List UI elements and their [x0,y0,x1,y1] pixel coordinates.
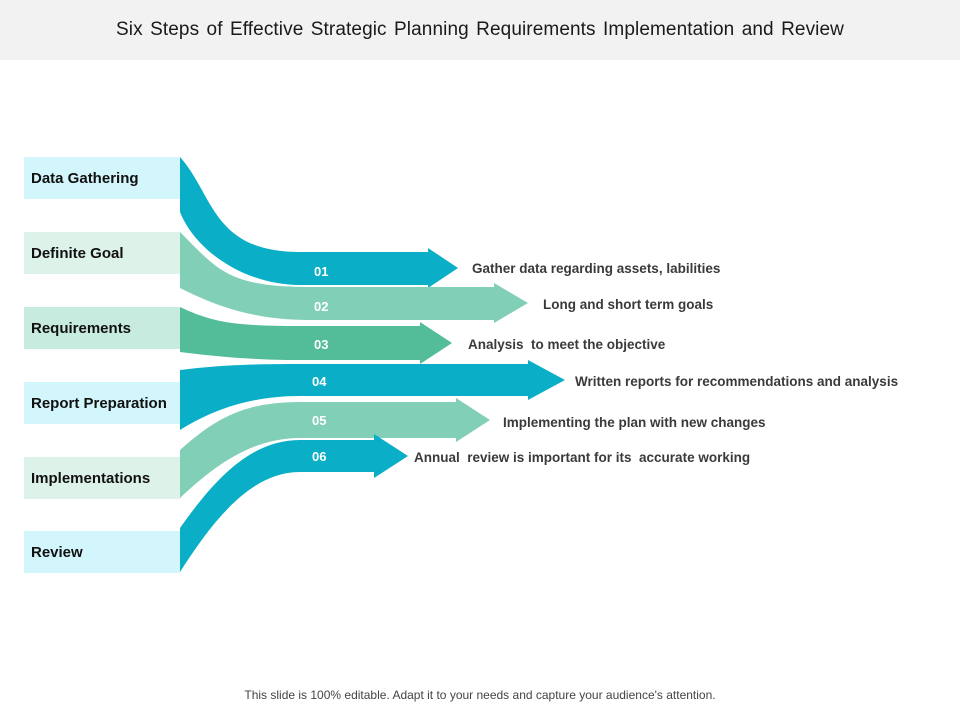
title-bar: Six Steps of Effective Strategic Plannin… [0,0,960,60]
arrow-number-06: 06 [312,449,326,464]
arrow-04 [180,360,565,430]
arrow-number-01: 01 [314,264,328,279]
arrow-description-05: Implementing the plan with new changes [503,415,766,430]
arrow-02 [180,232,528,323]
footer-note: This slide is 100% editable. Adapt it to… [244,688,716,702]
step-label-data-gathering: Data Gathering [24,157,180,199]
page-title: Six Steps of Effective Strategic Plannin… [116,19,844,40]
arrow-number-04: 04 [312,374,327,389]
arrow-03 [180,307,452,364]
arrow-06 [180,434,408,572]
step-label-review: Review [24,531,180,573]
arrow-05 [180,398,490,498]
step-label-report-preparation: Report Preparation [24,382,180,424]
arrow-description-02: Long and short term goals [543,297,714,312]
arrow-number-02: 02 [314,299,328,314]
arrow-description-01: Gather data regarding assets, labilities [472,261,721,276]
step-label-implementations: Implementations [24,457,180,499]
arrow-01 [180,157,458,288]
step-label-definite-goal: Definite Goal [24,232,180,274]
arrow-number-05: 05 [312,413,326,428]
arrow-number-03: 03 [314,337,328,352]
arrow-description-03: Analysis to meet the objective [468,337,666,352]
arrow-description-06: Annual review is important for its accur… [414,450,751,465]
step-label-requirements: Requirements [24,307,180,349]
arrow-description-04: Written reports for recommendations and … [575,374,899,389]
